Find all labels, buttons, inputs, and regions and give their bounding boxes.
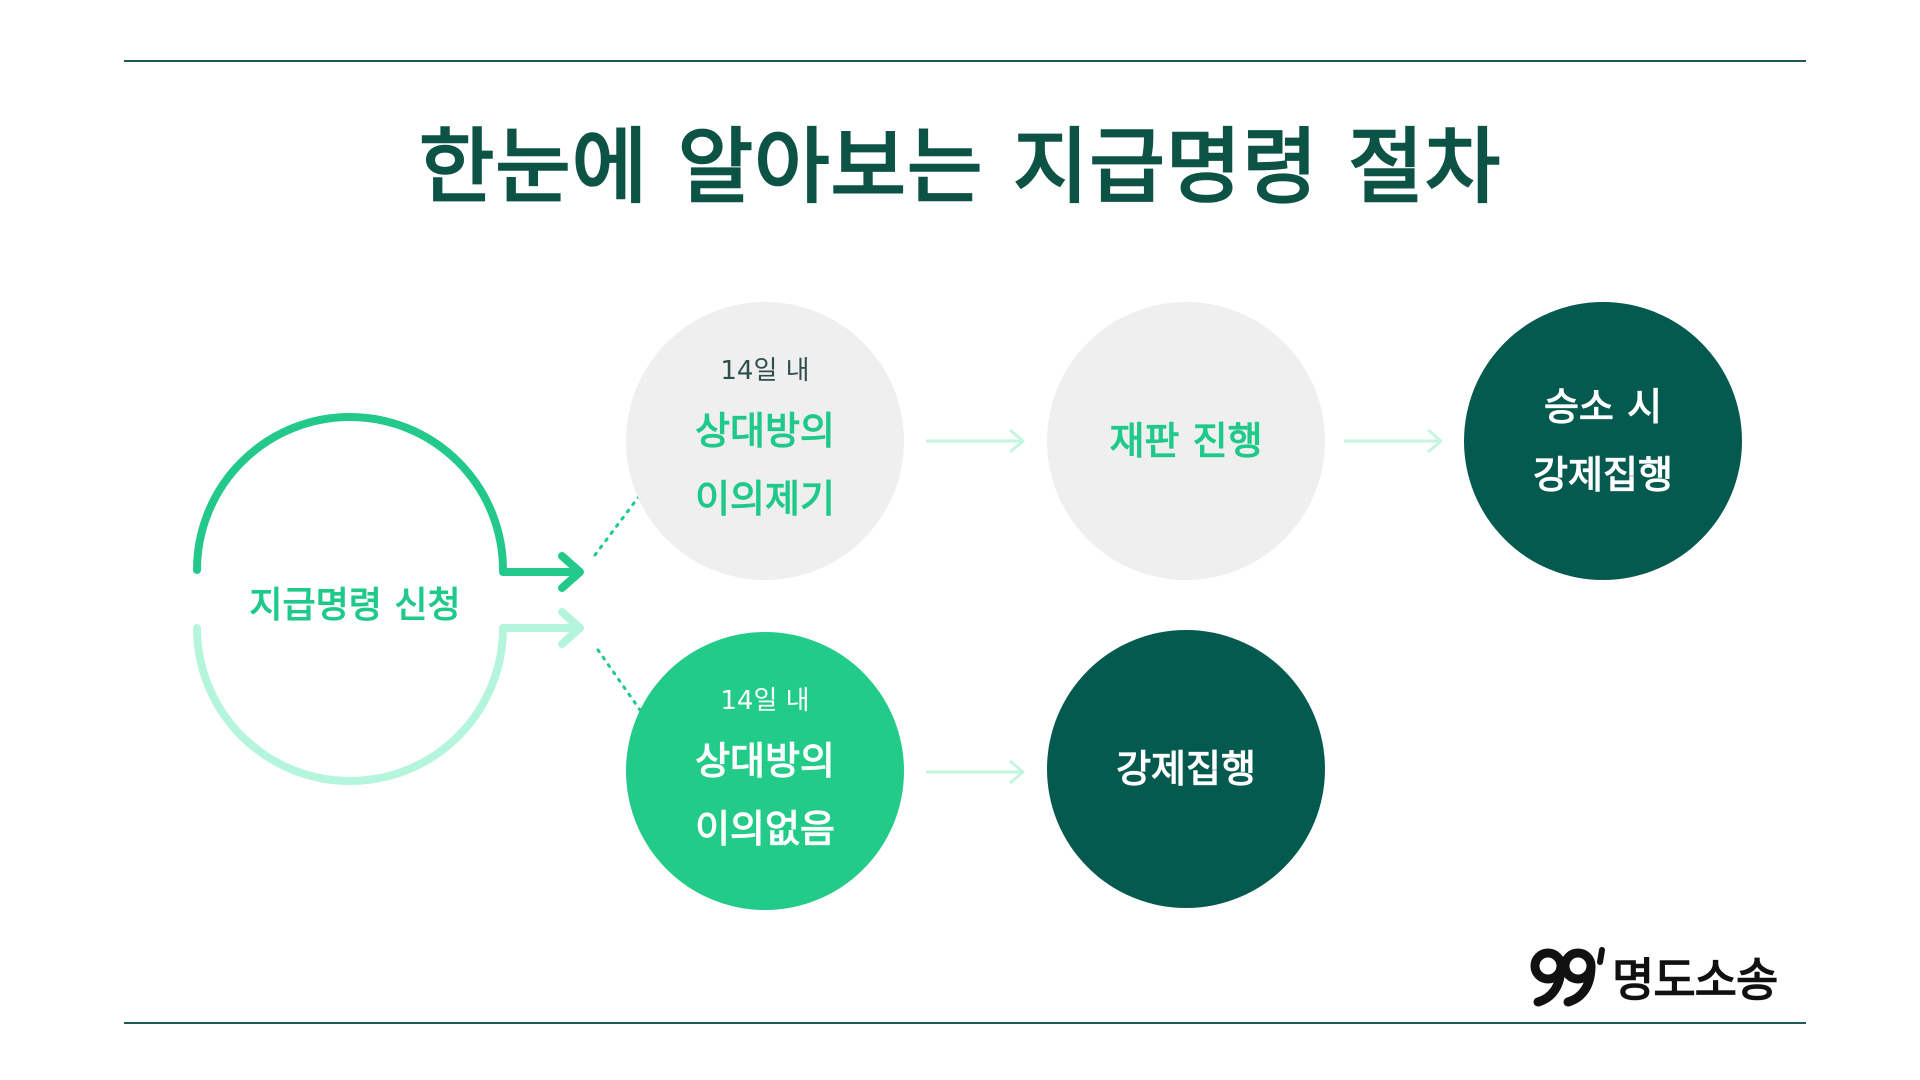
- brand-99-mark-icon: [1530, 947, 1605, 1007]
- node-objection-sub: 14일 내: [720, 355, 810, 386]
- node-win: 승소 시 강제집행: [1464, 302, 1742, 580]
- bottom-rule: [124, 1022, 1806, 1024]
- lower-arc: [193, 624, 582, 785]
- node-enforce: 강제집행: [1047, 630, 1325, 908]
- node-no-objection: 14일 내 상대방의 이의없음: [626, 632, 904, 910]
- dotted-connector-upper: [593, 493, 642, 557]
- node-trial: 재판 진행: [1047, 302, 1325, 580]
- node-win-line2: 강제집행: [1533, 453, 1673, 497]
- brand-logo: 명도소송: [1530, 944, 1778, 1010]
- upper-arc: [193, 413, 582, 576]
- upper-arc-arrowhead: [558, 552, 584, 592]
- node-enforce-line1: 강제집행: [1116, 747, 1256, 791]
- node-objection-line2: 이의제기: [695, 476, 835, 521]
- start-label-payment-order: 지급명령 신청: [249, 585, 461, 626]
- node-objection: 14일 내 상대방의 이의제기: [626, 302, 904, 580]
- node-no-objection-sub: 14일 내: [720, 685, 810, 716]
- dotted-connector-lower: [596, 648, 642, 712]
- node-trial-line1: 재판 진행: [1109, 419, 1263, 463]
- node-no-objection-line2: 이의없음: [695, 806, 835, 851]
- brand-logo-text: 명도소송: [1612, 953, 1778, 1007]
- node-win-line1: 승소 시: [1543, 385, 1663, 429]
- top-rule: [124, 60, 1806, 62]
- lower-arc-arrowhead: [558, 608, 584, 648]
- page-title: 한눈에 알아보는 지급명령 절차: [418, 120, 1502, 215]
- arrow-no-objection-to-enforce: [926, 759, 1025, 785]
- arrow-objection-to-trial: [926, 428, 1025, 454]
- arrow-trial-to-win: [1344, 428, 1443, 454]
- node-objection-line1: 상대방의: [695, 408, 835, 453]
- node-no-objection-line1: 상대방의: [695, 738, 835, 783]
